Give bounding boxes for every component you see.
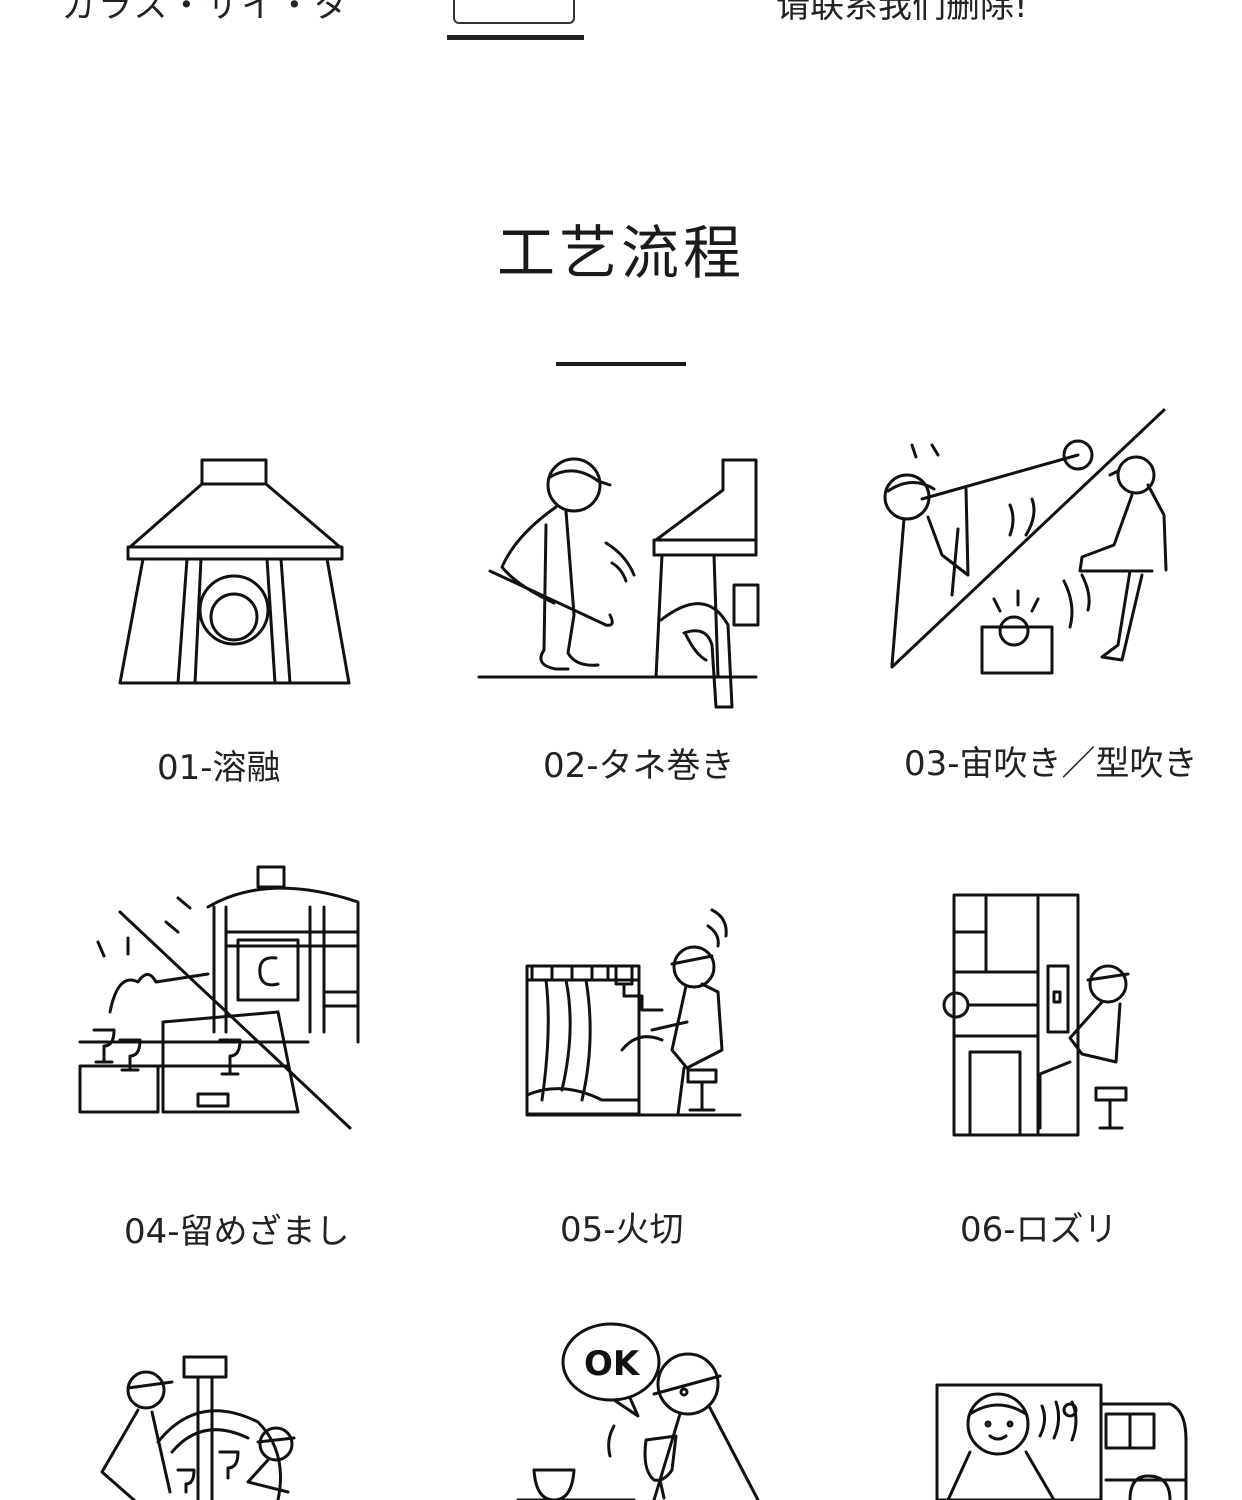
ok-bubble-text: OK [584, 1344, 641, 1384]
step-label-02: 02-タネ巻き [543, 746, 735, 786]
glass-blowing-icon [883, 408, 1168, 675]
step-label-06: 06-ロズリ [960, 1210, 1118, 1250]
inspection-ok-icon: OK [516, 1322, 760, 1500]
step-label-03: 03-宙吹き／型吹き [904, 744, 1198, 784]
gathering-worker-icon [477, 457, 760, 709]
step-label-01: 01-溶融 [157, 748, 281, 788]
annealing-oven-icon [78, 865, 360, 1130]
step-label-04: 04-留めざまし [124, 1212, 350, 1252]
fire-cutting-worker-icon [525, 908, 742, 1117]
title-divider [556, 362, 686, 366]
header-tab-box[interactable] [453, 0, 575, 24]
header-right-text: 请联系我们删除! [776, 0, 1028, 26]
header-left-text: ガラス・サイ・タ [62, 0, 350, 26]
furnace-icon [118, 458, 351, 685]
delivery-truck-icon [935, 1383, 1188, 1500]
header-tab-underline [447, 35, 584, 40]
rim-grinding-worker-icon [942, 893, 1130, 1137]
section-title: 工艺流程 [496, 219, 745, 287]
step-label-05: 05-火切 [560, 1210, 684, 1250]
polishing-wheel-workers-icon [100, 1355, 296, 1500]
